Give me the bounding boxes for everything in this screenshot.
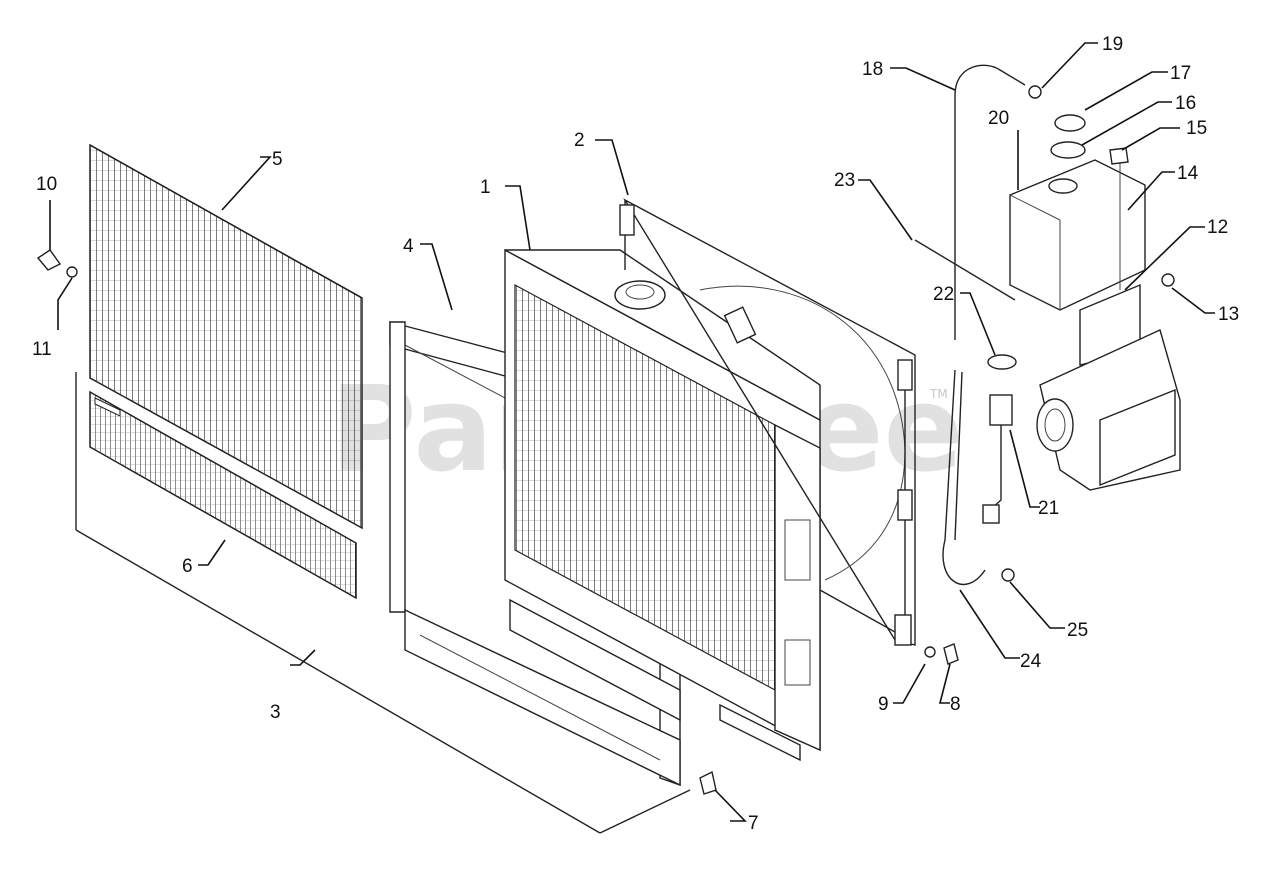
- fastener-part-7: [699, 770, 717, 795]
- callout-6: 6: [182, 556, 193, 577]
- fasteners-part-10-11: [36, 249, 78, 278]
- callout-3: 3: [270, 702, 281, 723]
- callout-2: 2: [574, 130, 585, 151]
- callout-18: 18: [862, 59, 883, 80]
- callout-14: 14: [1177, 163, 1199, 184]
- callout-10: 10: [36, 174, 57, 195]
- callout-17: 17: [1170, 63, 1191, 84]
- callout-25: 25: [1067, 620, 1088, 641]
- assembly-bracket-part-3: [75, 372, 691, 834]
- callout-1: 1: [480, 177, 491, 198]
- fasteners-part-8-9: [924, 643, 959, 665]
- hose-part-24: [942, 369, 1015, 586]
- callout-11: 11: [32, 339, 52, 360]
- watermark-trademark: TM: [929, 387, 948, 401]
- callout-7: 7: [748, 813, 759, 834]
- level-sensor-part-21-22: [982, 354, 1017, 524]
- callout-4: 4: [403, 236, 414, 257]
- callout-15: 15: [1186, 118, 1207, 139]
- callout-20: 20: [988, 108, 1009, 129]
- callout-13: 13: [1218, 304, 1239, 325]
- callout-16: 16: [1175, 93, 1196, 114]
- fan-shroud-part-2: [619, 198, 916, 646]
- callout-24: 24: [1020, 651, 1042, 672]
- callout-22: 22: [933, 284, 954, 305]
- callout-8: 8: [950, 694, 961, 715]
- lower-screen-part-6: [89, 390, 357, 600]
- leader-lines: [49, 42, 1215, 822]
- callout-9: 9: [878, 694, 889, 715]
- callout-labels: 1 2 3 4 5 6 7 8 9 10 11 12 13 14 15 16 1…: [32, 34, 1239, 834]
- coolant-reservoir-assembly: [914, 64, 1175, 366]
- engine-block: [1036, 329, 1181, 491]
- callout-23: 23: [834, 170, 855, 191]
- callout-5: 5: [272, 149, 283, 170]
- radiator-part-1: [504, 248, 821, 762]
- front-screen-part-5: [89, 143, 363, 530]
- callout-19: 19: [1102, 34, 1123, 55]
- callout-21: 21: [1038, 498, 1059, 519]
- callout-12: 12: [1207, 217, 1228, 238]
